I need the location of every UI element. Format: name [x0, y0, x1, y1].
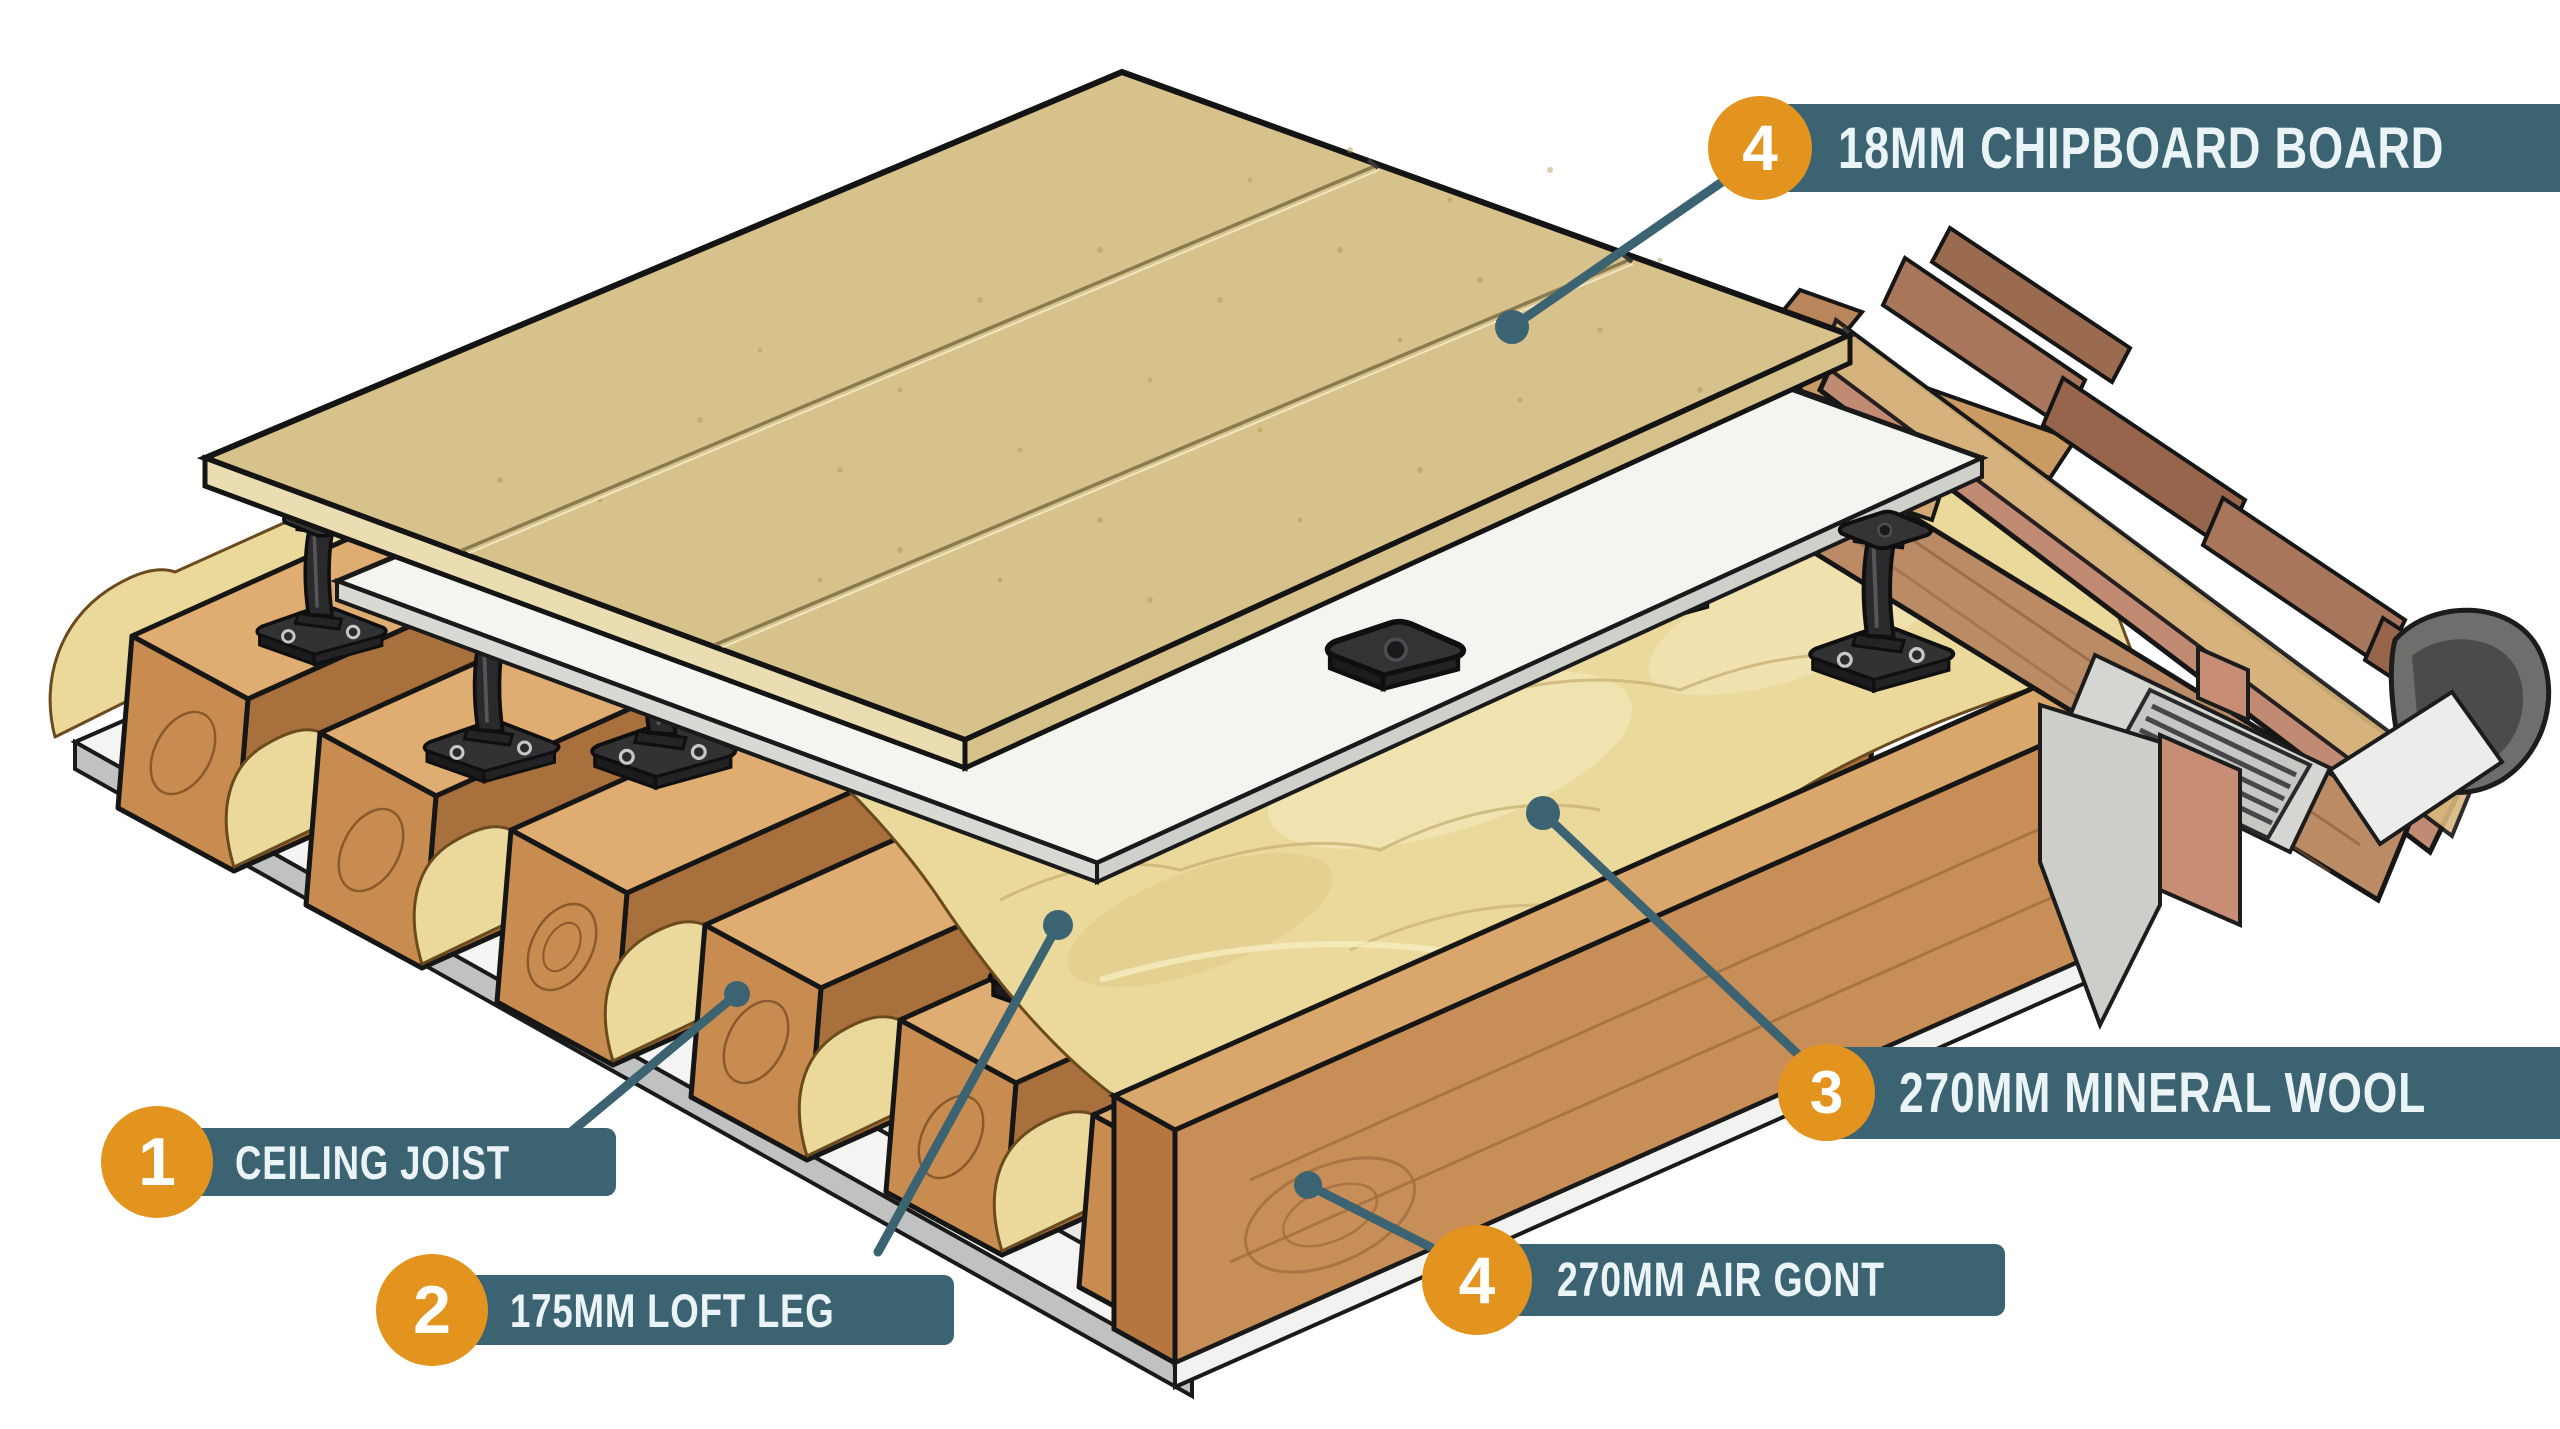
- callout-label-box: 175MM LOFT LEG: [432, 1275, 955, 1345]
- chipboard-deck: [196, 68, 1858, 772]
- callout-label-text: 18MM CHIPBOARD BOARD: [1838, 115, 2445, 181]
- callout-number-badge: 4: [1708, 96, 1812, 200]
- gable-wall: [2038, 702, 2162, 1031]
- leader-air-gap: [1303, 1180, 1453, 1261]
- callout-label-text: 175MM LOFT LEG: [510, 1283, 835, 1337]
- soffit-fascia: [2327, 689, 2505, 847]
- brick-pier: [2158, 731, 2242, 929]
- leader-chipboard: [1507, 177, 1727, 332]
- leader-loft-leg: [873, 920, 1063, 1257]
- callout-number-badge: 2: [376, 1254, 488, 1366]
- leader-mineral-wool: [1538, 808, 1811, 1067]
- callout-number-badge: 3: [1778, 1044, 1875, 1141]
- callout-air-gap: 4 270MM AIR GONT: [1422, 1225, 2006, 1335]
- callout-label-text: 270MM MINERAL WOOL: [1899, 1060, 2427, 1125]
- callout-number-badge: 4: [1422, 1225, 1532, 1335]
- callout-label-box: 18MM CHIPBOARD BOARD: [1760, 104, 2560, 192]
- callout-chipboard-board: 4 18MM CHIPBOARD BOARD: [1708, 96, 2560, 200]
- callout-loft-leg: 2 175MM LOFT LEG: [376, 1254, 955, 1366]
- callout-label-text: CEILING JOIST: [235, 1135, 510, 1189]
- leader-dots: [724, 310, 1560, 1199]
- chipboard-seams: [457, 158, 1855, 651]
- chipboard-speckles: [497, 147, 1703, 603]
- callout-label-box: CEILING JOIST: [157, 1128, 616, 1196]
- callout-label-text: 270MM AIR GONT: [1557, 1253, 1885, 1307]
- callout-ceiling-joist: 1 CEILING JOIST: [101, 1106, 616, 1218]
- brick-pier-top: [2196, 644, 2250, 724]
- chipboard-edge-right: [962, 331, 1853, 772]
- callout-number-badge: 1: [101, 1106, 213, 1218]
- callout-label-box: 270MM AIR GONT: [1477, 1244, 2006, 1316]
- leader-ceiling-joist: [560, 989, 742, 1142]
- callout-label-box: 270MM MINERAL WOOL: [1827, 1046, 2560, 1139]
- callout-mineral-wool: 3 270MM MINERAL WOOL: [1778, 1044, 2560, 1141]
- leader-lines: [560, 177, 1811, 1261]
